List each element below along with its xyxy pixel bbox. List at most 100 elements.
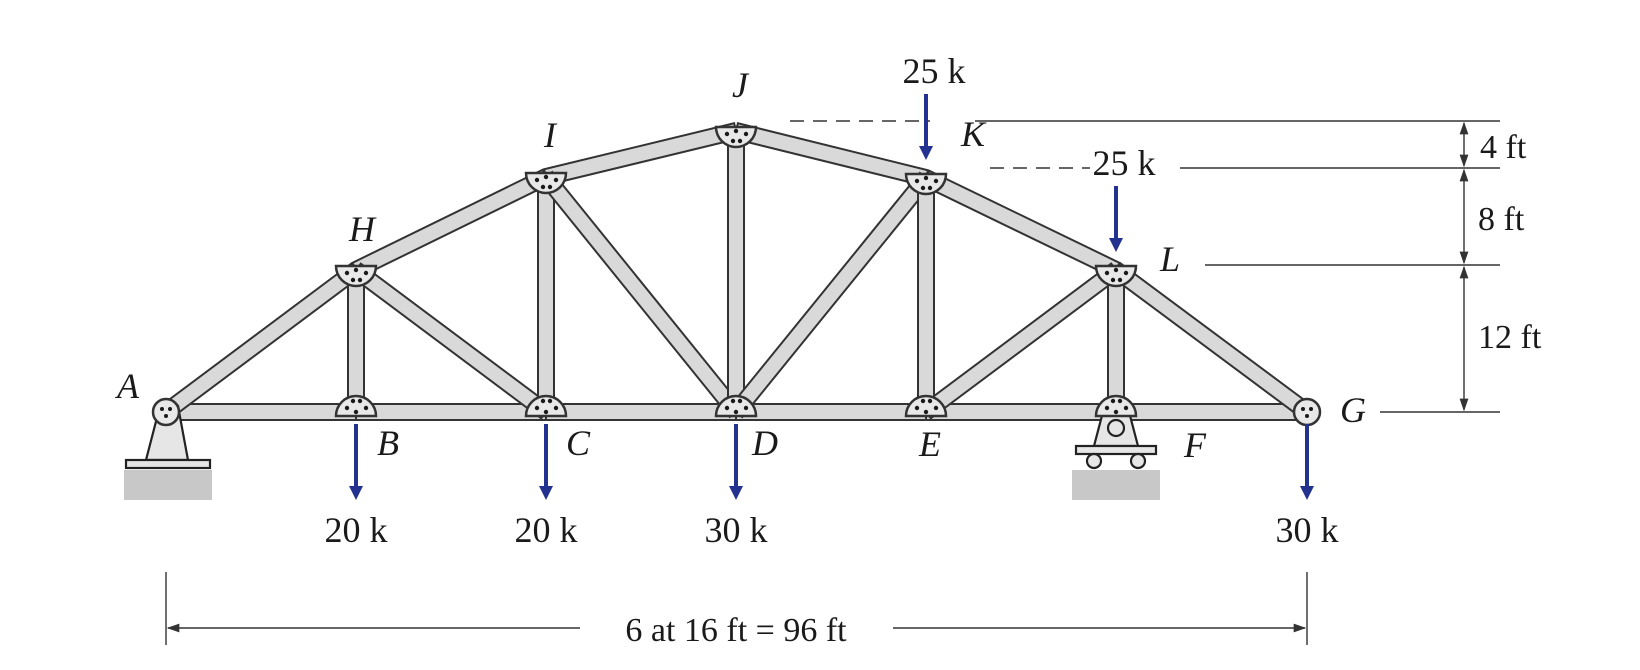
member-LE: [919, 262, 1123, 420]
gusset-plate-k: [904, 172, 948, 196]
bolt: [920, 398, 926, 404]
node-label-i: I: [543, 115, 558, 155]
gusset-plate-e: [904, 394, 948, 418]
bolt: [350, 277, 356, 283]
member-JK: [732, 122, 930, 187]
node-label-a: A: [115, 366, 140, 406]
load-c: 20 k: [515, 424, 578, 550]
bolt: [743, 405, 749, 411]
node-label-k: K: [960, 114, 987, 154]
node-label-d: D: [751, 423, 778, 463]
node-label-l: L: [1159, 239, 1180, 279]
gusset-plate-h: [334, 264, 378, 288]
load-label: 25 k: [903, 51, 966, 91]
plate-shape: [334, 394, 378, 418]
load-arrow-head: [1300, 486, 1314, 500]
bolt: [363, 270, 369, 276]
load-arrow-head: [919, 146, 933, 160]
bolt: [553, 405, 559, 411]
bolt: [547, 398, 553, 404]
plate-shape: [904, 394, 948, 418]
member-LF: [1107, 269, 1125, 413]
gusset-plate-i: [524, 171, 568, 195]
member-ID: [538, 170, 744, 419]
bolt: [737, 398, 743, 404]
roller-support-plate: [1074, 444, 1158, 456]
gusset-plate-b: [334, 394, 378, 418]
bolt: [730, 138, 736, 144]
bolt: [920, 185, 926, 191]
node-label-j: J: [732, 65, 750, 105]
load-b: 20 k: [325, 424, 388, 550]
bolt: [350, 398, 356, 404]
member-KD: [728, 171, 934, 419]
dim-8ft-label: 8 ft: [1478, 201, 1525, 238]
load-label: 25 k: [1093, 143, 1156, 183]
bolt: [1104, 405, 1110, 411]
member-IC: [537, 176, 555, 413]
node-label-f: F: [1183, 425, 1207, 465]
bolt: [540, 184, 546, 190]
gusset-plate-a: [151, 397, 181, 427]
gusset-plates: [151, 125, 1322, 427]
bolt: [743, 131, 749, 137]
member-HB: [347, 269, 365, 413]
member-AB: [165, 403, 357, 421]
bolt: [353, 409, 359, 415]
member-CD: [545, 403, 737, 421]
bolt: [357, 398, 363, 404]
bolt: [164, 414, 168, 418]
bolt: [1309, 407, 1313, 411]
bolt: [927, 398, 933, 404]
load-d: 30 k: [705, 424, 768, 550]
gusset-plate-f: [1094, 394, 1138, 418]
bolt: [1113, 409, 1119, 415]
bolt: [927, 185, 933, 191]
bolt: [914, 178, 920, 184]
bolt: [730, 398, 736, 404]
node-label-b: B: [377, 423, 399, 463]
bolt: [1110, 277, 1116, 283]
plate-shape: [1094, 394, 1138, 418]
span-label: 6 at 16 ft = 96 ft: [625, 612, 847, 649]
ground-f: [1072, 470, 1160, 500]
roller-wheel-right: [1129, 452, 1147, 470]
load-arrow-head: [539, 486, 553, 500]
pin-support-base: [124, 458, 212, 470]
bolt: [914, 405, 920, 411]
bolt: [344, 270, 350, 276]
gusset-plate-j: [714, 125, 758, 149]
bolt: [737, 138, 743, 144]
member-BC: [355, 403, 547, 421]
bolt: [1123, 270, 1129, 276]
member-HI: [351, 168, 551, 279]
dim-4ft-label: 4 ft: [1480, 129, 1527, 166]
bolt: [1123, 405, 1129, 411]
gusset-plate-g: [1292, 397, 1322, 427]
bolt: [1301, 407, 1305, 411]
bolt: [733, 409, 739, 415]
load-label: 20 k: [325, 510, 388, 550]
bolt: [543, 174, 549, 180]
bolt: [1117, 277, 1123, 283]
bolt: [168, 407, 172, 411]
ground-a: [124, 470, 212, 500]
node-label-e: E: [918, 424, 941, 464]
bolt: [1117, 398, 1123, 404]
gusset-plate-c: [524, 394, 568, 418]
bolt: [534, 405, 540, 411]
load-l: 25 k: [1093, 143, 1156, 252]
load-arrow-head: [1109, 238, 1123, 252]
truss-supports: [124, 404, 1160, 500]
load-k: 25 k: [903, 51, 966, 160]
member-AH: [159, 262, 363, 420]
gusset-plate-d: [714, 394, 758, 418]
plate-shape: [151, 397, 181, 427]
load-arrow-head: [729, 486, 743, 500]
bolt: [363, 405, 369, 411]
node-label-h: H: [348, 209, 377, 249]
bolt: [733, 128, 739, 134]
